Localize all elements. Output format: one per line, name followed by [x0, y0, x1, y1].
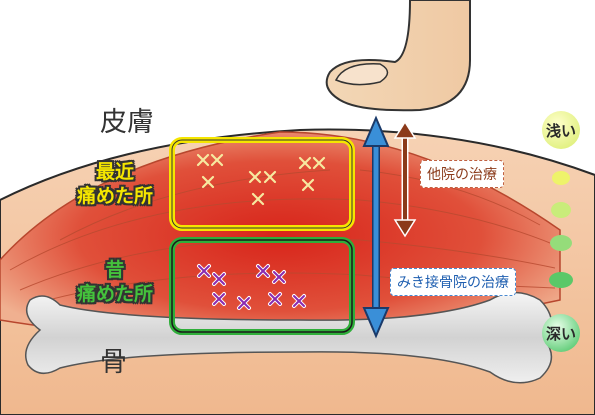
bone-label: 骨 — [100, 347, 127, 378]
cross-mark-icon — [213, 293, 225, 305]
muscle-fibers — [9, 169, 556, 306]
finger-icon — [325, 0, 471, 112]
fingernail — [334, 63, 389, 86]
cross-mark-icon — [269, 293, 281, 305]
cross-mark-icon — [298, 156, 312, 170]
recent-pain-marks — [196, 153, 326, 206]
other-clinic-label: 他院の治療 — [420, 160, 504, 188]
our-clinic-arrow — [362, 115, 390, 339]
cross-mark-icon — [201, 175, 215, 189]
old-pain-label: 昔 痛めた所 — [60, 258, 170, 306]
cross-mark-icon — [312, 156, 326, 170]
cross-mark-icon — [273, 271, 285, 283]
recent-pain-label-line1: 最近 — [95, 161, 134, 183]
cross-mark-icon — [213, 273, 225, 285]
cross-mark-icon — [293, 295, 305, 307]
old-pain-label-line1: 昔 — [105, 259, 125, 281]
cross-mark-icon — [196, 153, 210, 167]
old-pain-marks — [197, 264, 306, 310]
cross-mark-icon — [251, 192, 265, 206]
old-pain-label-line2: 痛めた所 — [76, 283, 153, 305]
cross-mark-icon — [248, 170, 262, 184]
skin-label: 皮膚 — [100, 107, 154, 138]
cross-mark-icon — [301, 178, 315, 192]
cross-mark-icon — [198, 265, 210, 277]
cross-mark-icon — [210, 153, 224, 167]
cross-mark-icon — [263, 170, 277, 184]
cross-mark-icon — [238, 297, 250, 309]
our-clinic-label: みき接骨院の治療 — [390, 268, 516, 296]
cross-mark-icon — [257, 265, 269, 277]
other-clinic-arrow — [393, 120, 417, 238]
recent-pain-label-line2: 痛めた所 — [76, 185, 153, 207]
deep-label: 深い — [542, 314, 580, 352]
shallow-label: 浅い — [542, 111, 580, 149]
depth-scale — [549, 171, 573, 288]
recent-pain-label: 最近 痛めた所 — [60, 160, 170, 208]
